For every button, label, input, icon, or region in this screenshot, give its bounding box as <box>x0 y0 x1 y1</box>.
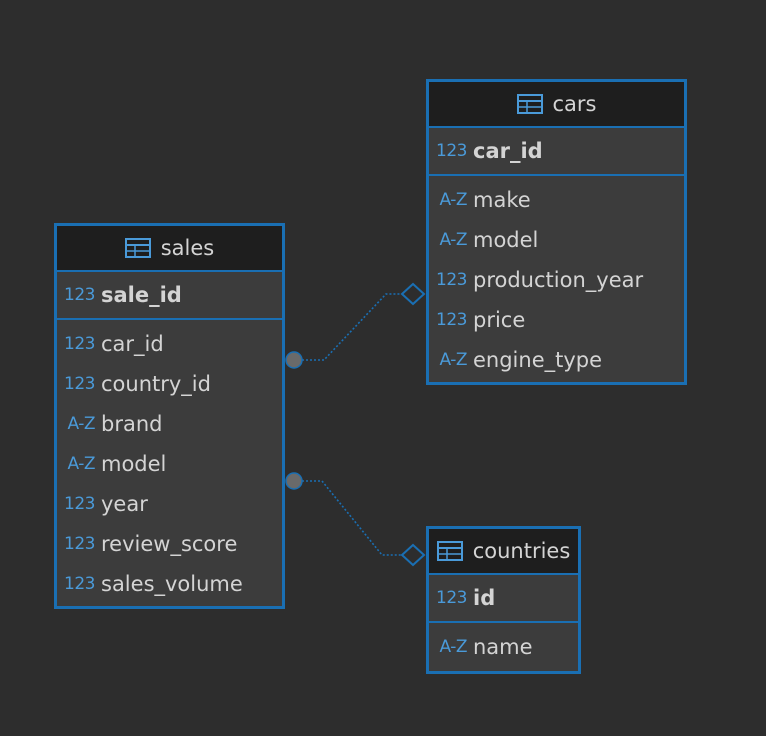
text-type-icon: A-Z <box>67 414 95 434</box>
column-name: car_id <box>473 139 543 163</box>
table-icon <box>436 541 463 561</box>
numeric-type-icon: 123 <box>64 494 95 514</box>
column-row[interactable]: 123 year <box>57 484 282 524</box>
column-row[interactable]: A-Z model <box>57 444 282 484</box>
primary-key-row[interactable]: 123 sale_id <box>57 272 282 320</box>
column-name: country_id <box>101 372 211 396</box>
column-name: car_id <box>101 332 164 356</box>
column-name: id <box>473 586 496 610</box>
column-row[interactable]: A-Z model <box>429 220 684 260</box>
column-name: make <box>473 188 531 212</box>
text-type-icon: A-Z <box>67 454 95 474</box>
numeric-type-icon: 123 <box>64 374 95 394</box>
relation-sales-cars[interactable] <box>285 282 426 369</box>
entity-cars[interactable]: cars 123 car_id A-Z make A-Z model 123 p… <box>426 79 687 385</box>
entity-sales[interactable]: sales 123 sale_id 123 car_id 123 country… <box>54 223 285 609</box>
entity-countries[interactable]: countries 123 id A-Z name <box>426 526 581 674</box>
entity-name: cars <box>552 92 597 116</box>
relation-line-sales-cars <box>294 293 413 361</box>
column-row[interactable]: A-Z engine_type <box>429 340 684 380</box>
column-name: review_score <box>101 532 238 556</box>
primary-key-row[interactable]: 123 id <box>429 575 578 623</box>
numeric-type-icon: 123 <box>436 141 467 161</box>
relation-end-circle-sales <box>285 472 303 490</box>
column-name: model <box>473 228 539 252</box>
text-type-icon: A-Z <box>439 350 467 370</box>
column-name: sale_id <box>101 283 182 307</box>
numeric-type-icon: 123 <box>64 285 95 305</box>
column-name: price <box>473 308 526 332</box>
column-row[interactable]: 123 price <box>429 300 684 340</box>
entity-header[interactable]: cars <box>429 82 684 128</box>
column-row[interactable]: 123 car_id <box>57 324 282 364</box>
column-row[interactable]: 123 review_score <box>57 524 282 564</box>
table-icon <box>516 94 543 114</box>
column-row[interactable]: 123 country_id <box>57 364 282 404</box>
entity-name: sales <box>160 236 215 260</box>
column-row[interactable]: 123 sales_volume <box>57 564 282 604</box>
column-name: model <box>101 452 167 476</box>
column-row[interactable]: 123 production_year <box>429 260 684 300</box>
column-name: engine_type <box>473 348 603 372</box>
relation-end-diamond-cars <box>400 282 426 306</box>
numeric-type-icon: 123 <box>436 588 467 608</box>
text-type-icon: A-Z <box>439 190 467 210</box>
relation-end-diamond-countries <box>400 543 426 567</box>
column-name: name <box>473 635 533 659</box>
text-type-icon: A-Z <box>439 637 467 657</box>
entity-name: countries <box>472 539 571 563</box>
relation-sales-countries[interactable] <box>285 472 426 567</box>
entity-header[interactable]: sales <box>57 226 282 272</box>
numeric-type-icon: 123 <box>64 334 95 354</box>
text-type-icon: A-Z <box>439 230 467 250</box>
primary-key-row[interactable]: 123 car_id <box>429 128 684 176</box>
entity-header[interactable]: countries <box>429 529 578 575</box>
relation-end-circle-sales <box>285 351 303 369</box>
numeric-type-icon: 123 <box>64 574 95 594</box>
column-name: year <box>101 492 148 516</box>
column-row[interactable]: A-Z make <box>429 180 684 220</box>
column-name: brand <box>101 412 163 436</box>
numeric-type-icon: 123 <box>64 534 95 554</box>
table-icon <box>124 238 151 258</box>
numeric-type-icon: 123 <box>436 270 467 290</box>
column-row[interactable]: A-Z brand <box>57 404 282 444</box>
column-name: sales_volume <box>101 572 243 596</box>
column-row[interactable]: A-Z name <box>429 627 578 667</box>
column-name: production_year <box>473 268 644 292</box>
numeric-type-icon: 123 <box>436 310 467 330</box>
relation-line-sales-countries <box>294 480 413 556</box>
